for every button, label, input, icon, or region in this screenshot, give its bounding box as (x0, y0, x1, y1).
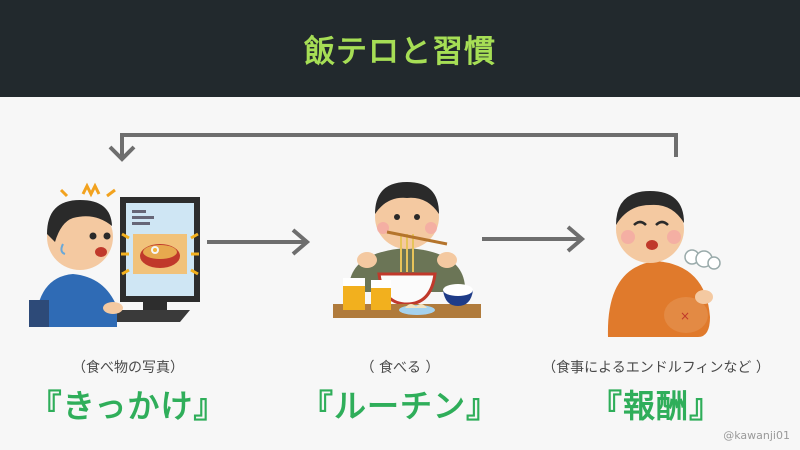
arrow-trigger-to-routine (205, 227, 315, 257)
svg-text:×: × (680, 309, 690, 323)
step-trigger-caption: （食べ物の写真） (0, 357, 258, 377)
page-title: 飯テロと習慣 (304, 26, 496, 71)
step-routine-label: 『ルーチン』 (270, 381, 530, 427)
step-reward-label: 『報酬』 (526, 381, 786, 427)
habit-loop-diagram: × （食べ物の写真） （ 食べる ） （食事によるエンドルフィンなど ） 『きっ… (0, 97, 800, 450)
person-viewing-food-photo-icon (25, 182, 210, 332)
satisfied-full-person-icon: × (598, 177, 728, 342)
author-credit: @kawanji01 (723, 429, 790, 442)
step-trigger-label: 『きっかけ』 (0, 381, 258, 427)
header-bar: 飯テロと習慣 (0, 0, 800, 97)
step-routine-caption: （ 食べる ） (270, 357, 530, 377)
person-eating-ramen-icon (327, 172, 487, 337)
arrow-routine-to-reward (480, 224, 590, 254)
step-reward-caption: （食事によるエンドルフィンなど ） (526, 357, 786, 377)
loop-back-arrow (0, 97, 800, 177)
